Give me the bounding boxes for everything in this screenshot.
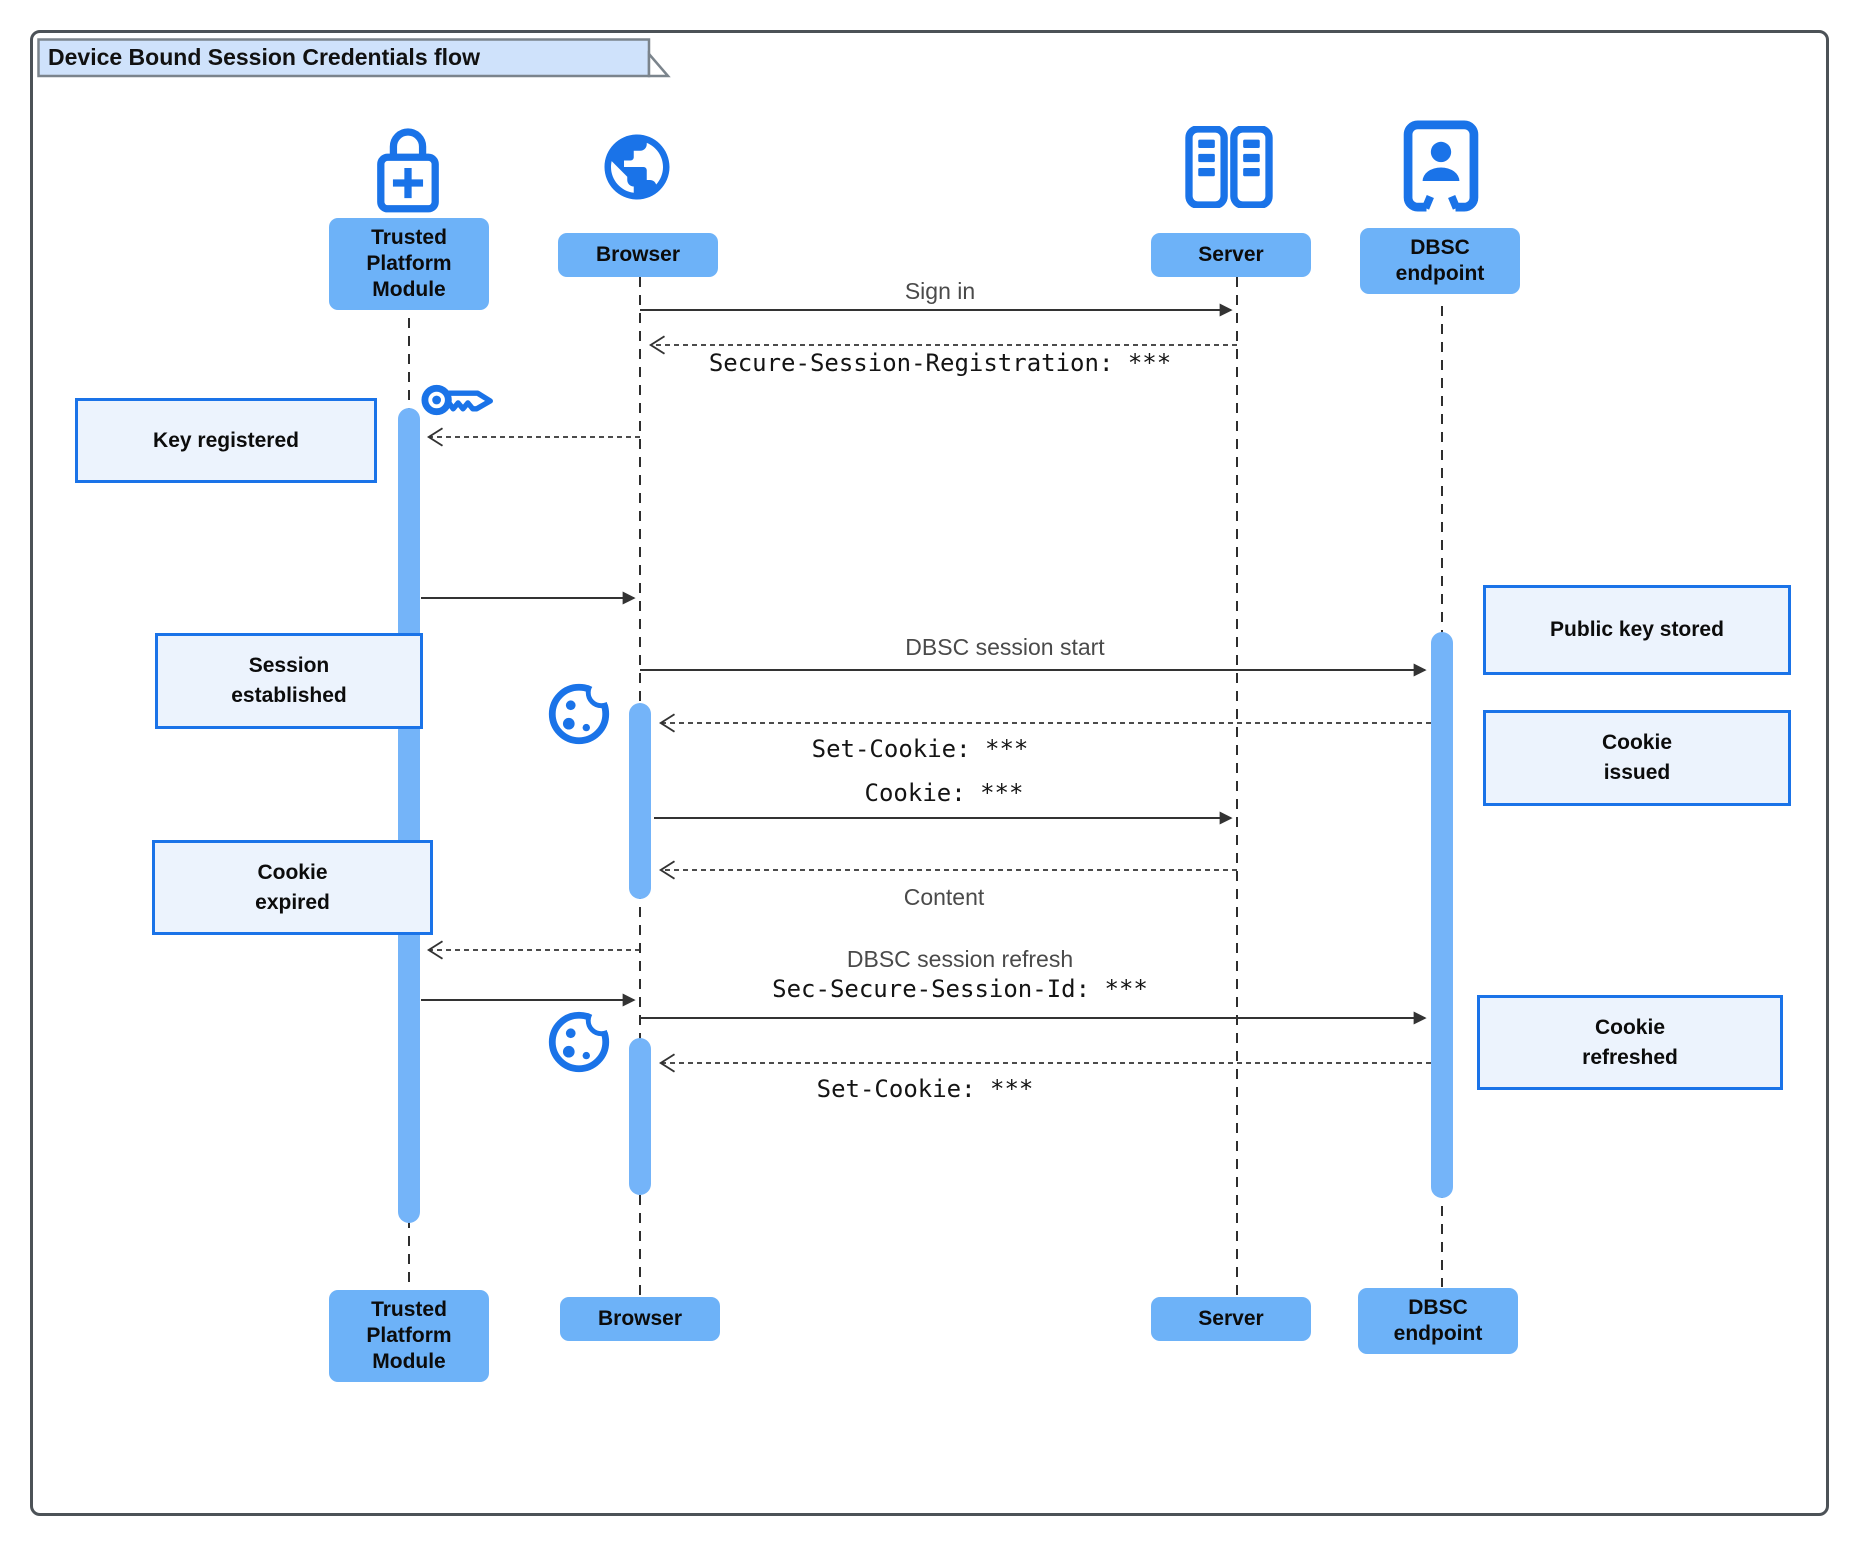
actor-bottom-server: Server — [1151, 1297, 1311, 1341]
actor-top-dbsc: DBSC endpoint — [1360, 228, 1520, 294]
activation-bar-tpm — [398, 408, 420, 1223]
title-tab-fold — [647, 50, 671, 78]
tpm-lock-icon — [377, 128, 439, 213]
actor-bottom-browser: Browser — [560, 1297, 720, 1341]
note-session-established: Session established — [155, 633, 423, 729]
message-cookie: Cookie: *** — [864, 779, 1024, 807]
key-icon — [421, 384, 493, 416]
actor-bottom-tpm: Trusted Platform Module — [329, 1290, 489, 1382]
note-cookie-issued: Cookie issued — [1483, 710, 1791, 806]
message-set-cookie-1: Set-Cookie: *** — [811, 735, 1029, 763]
message-sign-in: Sign in — [904, 278, 976, 304]
actor-bottom-dbsc: DBSC endpoint — [1358, 1288, 1518, 1354]
diagram-title: Device Bound Session Credentials flow — [48, 44, 480, 70]
message-dbsc-session-start: DBSC session start — [905, 634, 1105, 660]
message-content: Content — [903, 884, 985, 910]
actor-top-tpm: Trusted Platform Module — [329, 218, 489, 310]
title-tab — [37, 38, 671, 78]
dbsc-endpoint-icon — [1403, 120, 1479, 212]
note-key-registered: Key registered — [75, 398, 377, 483]
message-sec-secure-session-id: Sec-Secure-Session-Id: *** — [772, 975, 1148, 1003]
note-cookie-expired: Cookie expired — [152, 840, 433, 935]
activation-bar-browser-2 — [629, 1038, 651, 1195]
message-set-cookie-2: Set-Cookie: *** — [816, 1075, 1034, 1103]
actor-top-browser: Browser — [558, 233, 718, 277]
activation-bar-browser-1 — [629, 703, 651, 899]
message-dbsc-session-refresh: DBSC session refresh — [846, 946, 1074, 972]
actor-top-server: Server — [1151, 233, 1311, 277]
message-registration: Secure-Session-Registration: *** — [708, 349, 1172, 377]
cookie-icon — [548, 1007, 614, 1073]
note-cookie-refreshed: Cookie refreshed — [1477, 995, 1783, 1090]
server-racks-icon — [1185, 126, 1273, 208]
browser-globe-icon — [604, 134, 670, 200]
activation-bar-dbsc — [1431, 632, 1453, 1198]
note-public-key-stored: Public key stored — [1483, 585, 1791, 675]
cookie-icon — [548, 679, 614, 745]
